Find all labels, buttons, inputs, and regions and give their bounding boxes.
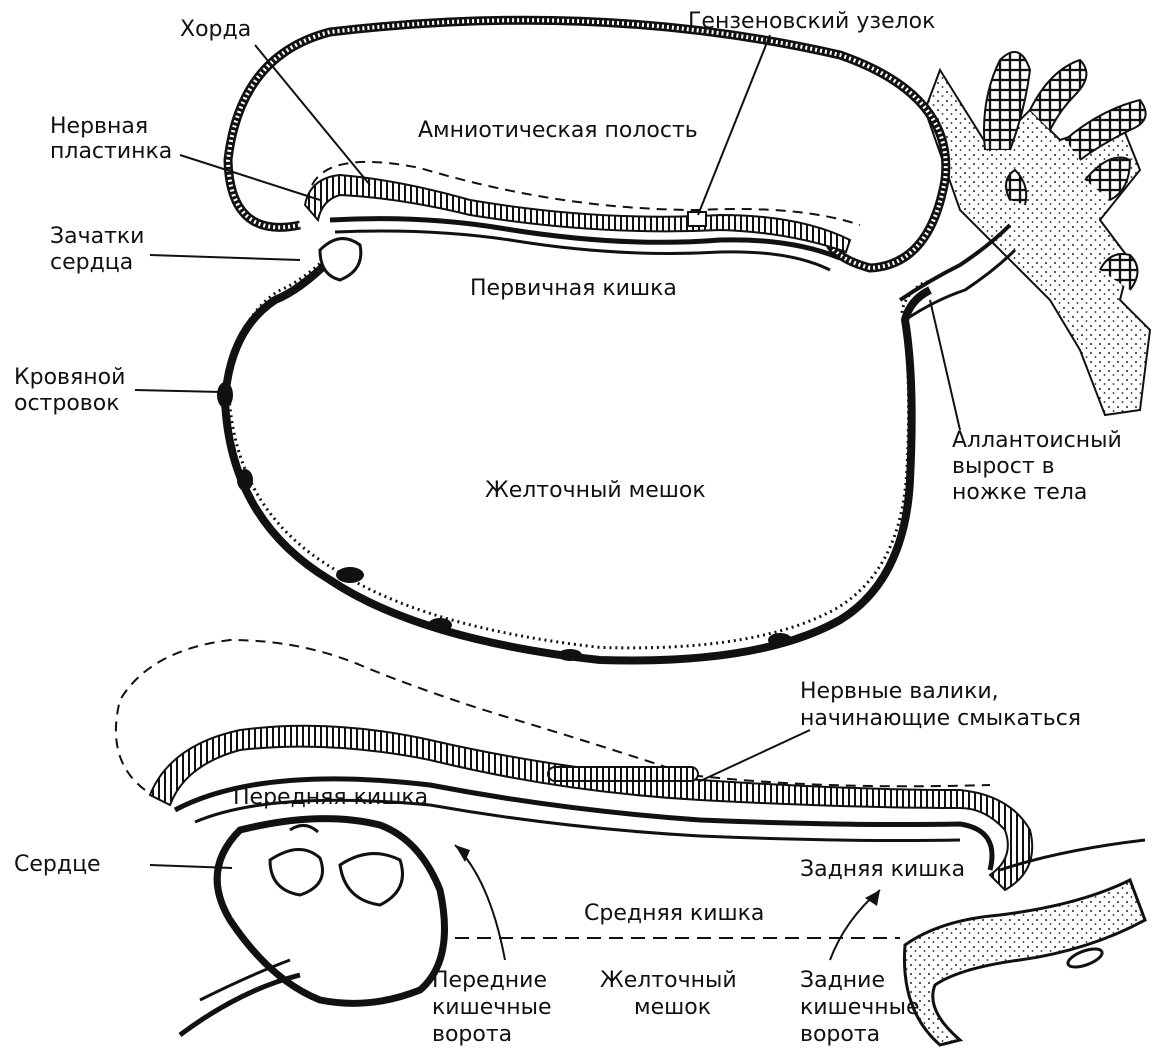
- label-blood-island-2: островок: [14, 391, 120, 416]
- label-heart: Сердце: [14, 852, 101, 877]
- blood-island: [217, 382, 233, 408]
- bottom-embryo: Нервные валики, начинающие смыкаться Пер…: [14, 640, 1145, 1047]
- label-neural-plate-1: Нервная: [50, 114, 148, 139]
- label-neural-plate-2: пластинка: [50, 139, 172, 164]
- arrow-posterior: [865, 890, 880, 906]
- label-hindgut: Задняя кишка: [800, 857, 965, 882]
- chorion-villi: [925, 52, 1150, 415]
- label-allantois-3: ножке тела: [952, 480, 1087, 505]
- yolk-sac-wall: [225, 260, 930, 661]
- label-ant-portal-2: кишечные: [432, 995, 552, 1020]
- neural-folds-mark: [548, 767, 698, 781]
- label-chorda: Хорда: [180, 17, 251, 42]
- label-neural-folds-1: Нервные валики,: [800, 679, 999, 704]
- label-primary-gut: Первичная кишка: [470, 276, 677, 301]
- label-yolk-sac-bottom-1: Желточный: [600, 968, 737, 993]
- label-heart-primordia-2: сердца: [50, 250, 133, 275]
- top-embryo: Хорда Гензеновский узелок Нервная пласти…: [14, 9, 1150, 661]
- label-midgut: Средняя кишка: [584, 901, 764, 926]
- label-hensen-node: Гензеновский узелок: [688, 9, 935, 34]
- label-amniotic-cavity: Амниотическая полость: [418, 118, 698, 143]
- label-allantois-1: Аллантоисный: [952, 428, 1122, 453]
- hindgut-tail: [904, 880, 1145, 1045]
- hensens-node-mark: [688, 212, 706, 226]
- label-ant-portal-1: Передние: [432, 968, 547, 993]
- label-allantois-2: вырост в: [952, 454, 1055, 479]
- label-ant-portal-3: ворота: [432, 1022, 512, 1047]
- label-yolk-sac-bottom-2: мешок: [634, 995, 711, 1020]
- label-foregut: Передняя кишка: [233, 785, 428, 810]
- label-heart-primordia-1: Зачатки: [50, 224, 144, 249]
- label-post-portal-1: Задние: [800, 968, 885, 993]
- label-neural-folds-2: начинающие смыкаться: [800, 706, 1081, 731]
- label-post-portal-2: кишечные: [800, 995, 920, 1020]
- label-post-portal-3: ворота: [800, 1022, 880, 1047]
- label-yolk-sac: Желточный мешок: [485, 478, 706, 503]
- label-blood-island-1: Кровяной: [14, 365, 125, 390]
